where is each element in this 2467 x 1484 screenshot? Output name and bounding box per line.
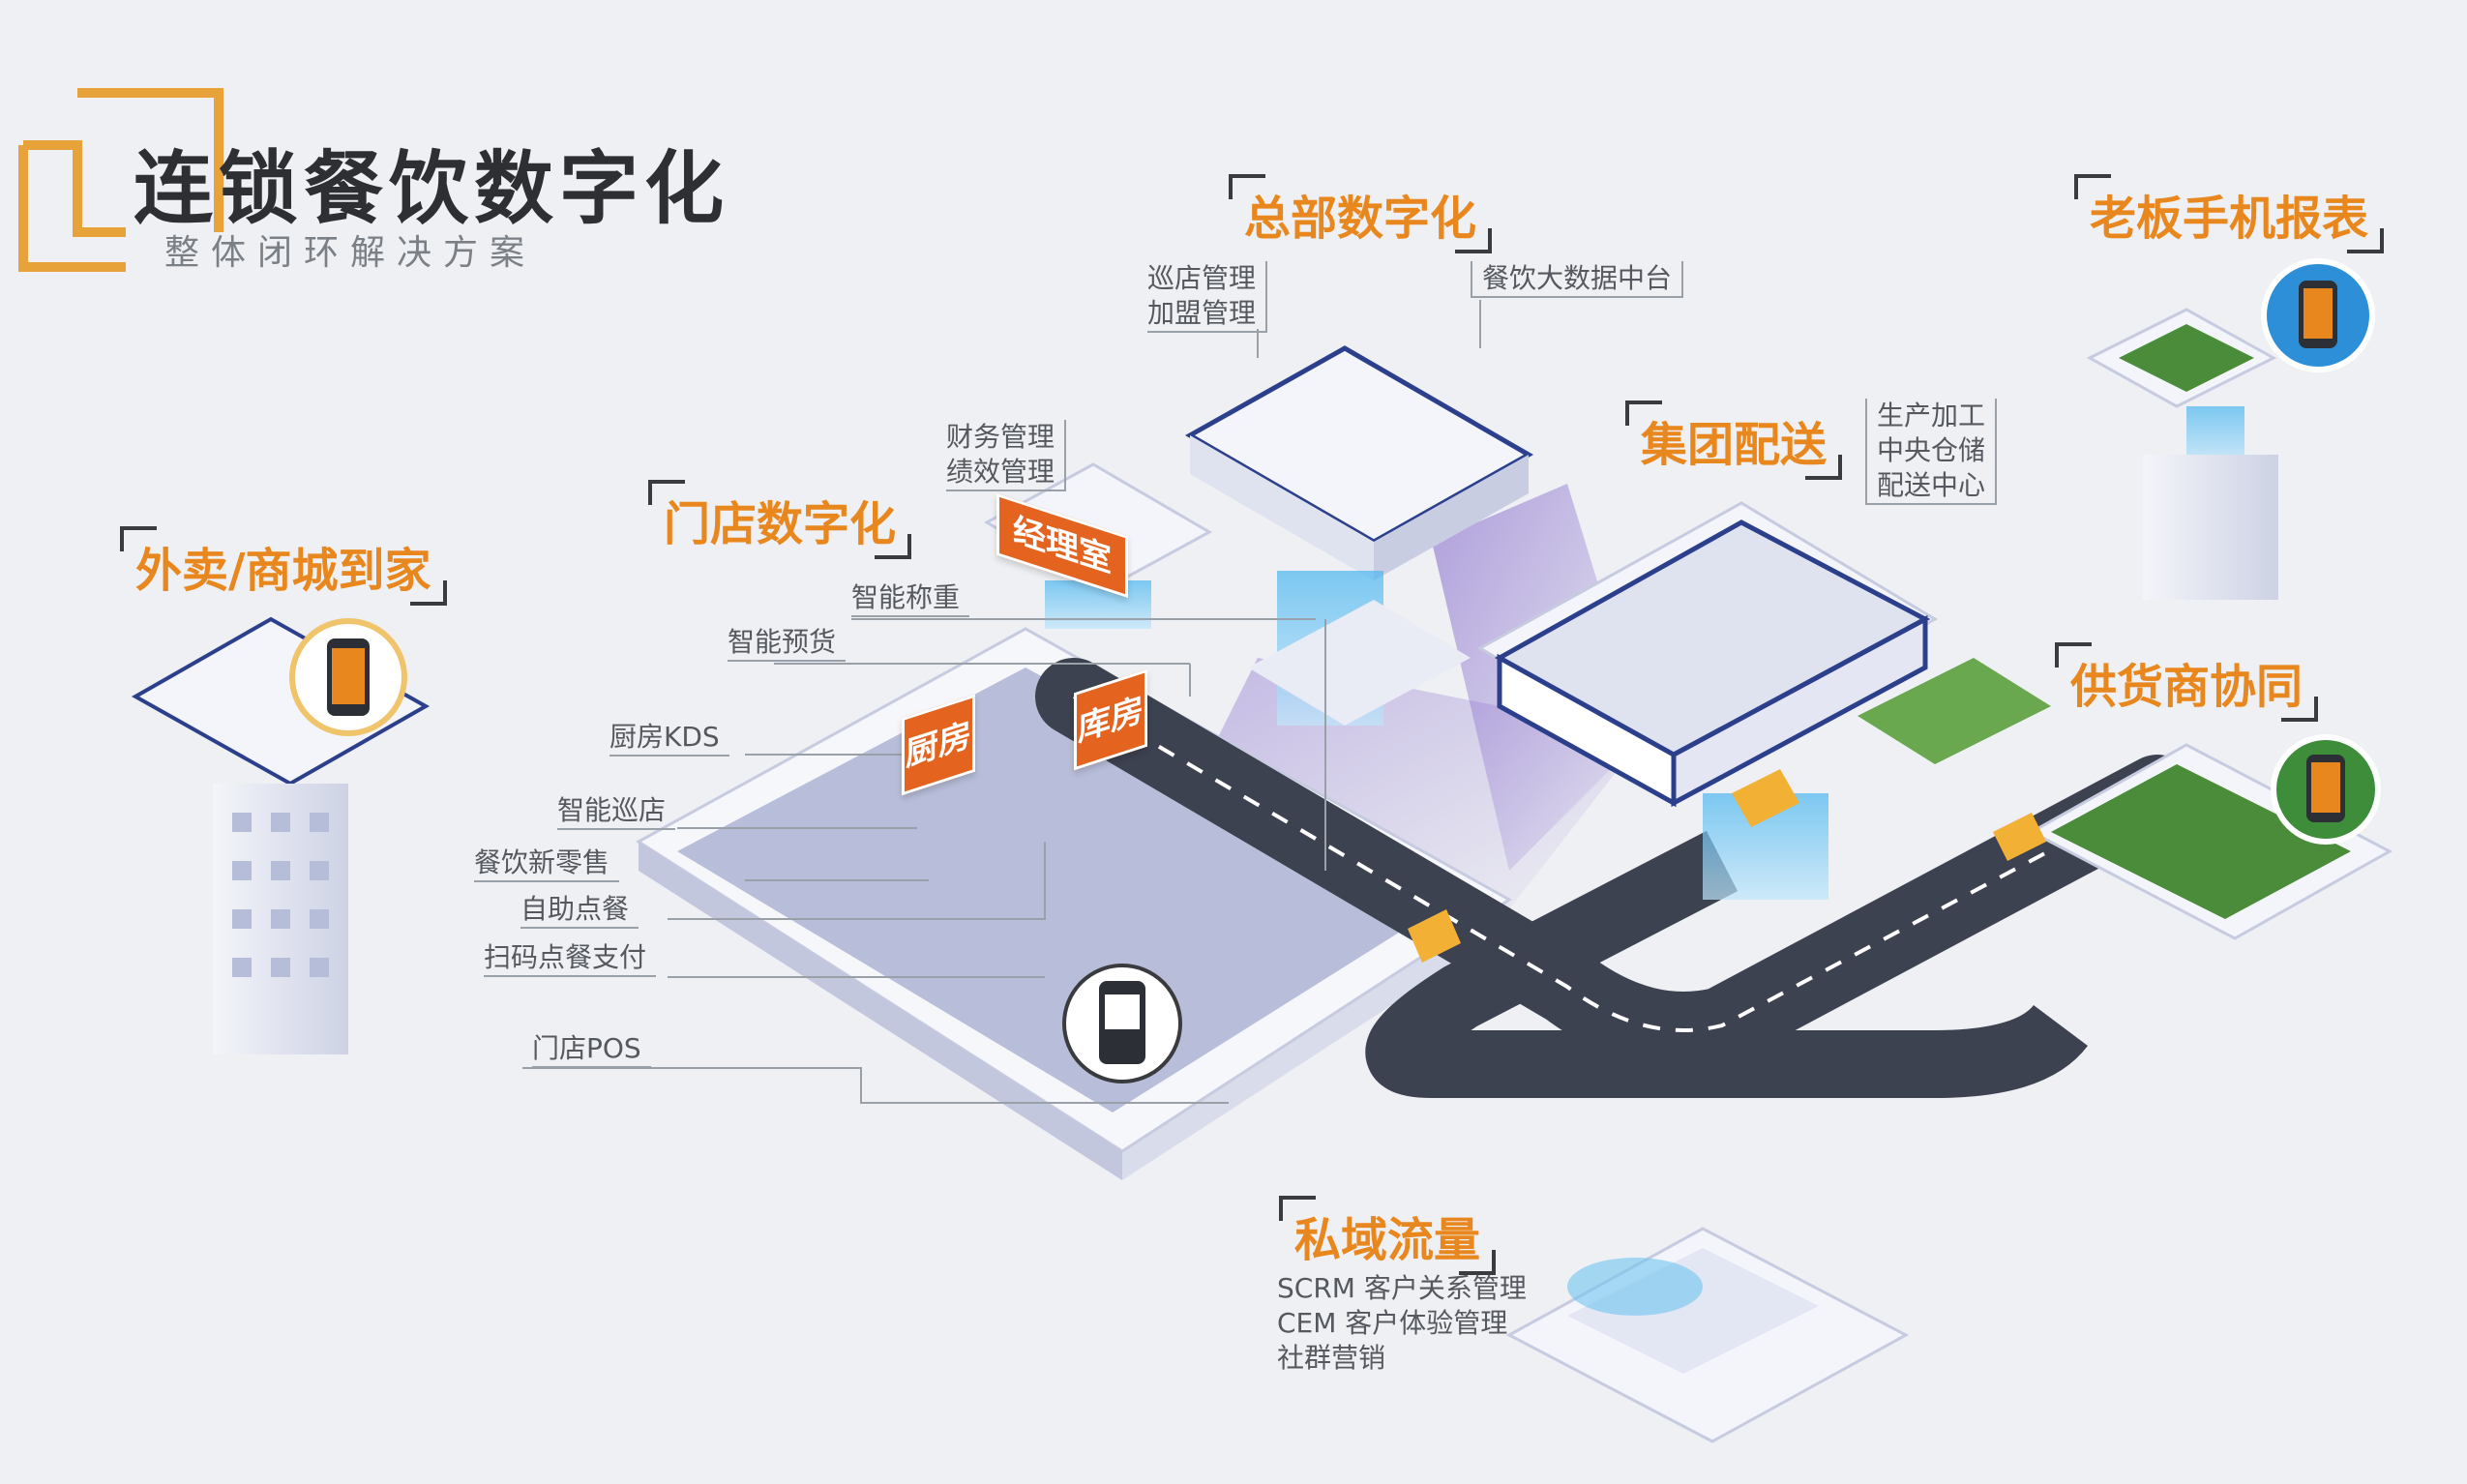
group-item-processing: 生产加工 [1877, 400, 1986, 431]
feature-scan-pay: 扫码点餐支付 [484, 940, 657, 977]
feature-kitchen-kds: 厨房KDS [609, 720, 729, 757]
boss-report-title: 老板手机报表 [2074, 174, 2385, 253]
feature-smart-reserve: 智能预货 [728, 625, 847, 662]
group-delivery-title: 集团配送 [1625, 401, 1843, 480]
supplier-platform [2028, 743, 2393, 940]
phone-badge-boss-icon [2261, 258, 2375, 372]
hq-items: 巡店管理 加盟管理 [1147, 261, 1268, 333]
qr-scan-badge-icon [1062, 964, 1182, 1083]
store-digital-title: 门店数字化 [648, 480, 912, 559]
delivery-road [1035, 658, 2196, 1098]
delivery-truck-icon [1408, 769, 2046, 963]
hq-item-patrol: 巡店管理 [1147, 262, 1257, 294]
office-item-finance: 财务管理 [946, 421, 1055, 453]
phone-badge-supplier-icon [2271, 734, 2381, 845]
phone-badge-takeaway-icon [289, 618, 407, 736]
page-title: 连锁餐饮数字化 [134, 143, 730, 235]
private-item-community: 社群营销 [1277, 1342, 1386, 1374]
store-platform [636, 627, 1512, 1180]
hq-digital-title: 总部数字化 [1229, 174, 1493, 253]
distribution-building [1477, 501, 1938, 900]
feature-new-retail: 餐饮新零售 [474, 846, 620, 882]
group-item-distribution: 配送中心 [1877, 469, 1986, 501]
private-items: SCRM 客户关系管理 CEM 客户体验管理 社群营销 [1277, 1271, 1527, 1376]
office-item-performance: 绩效管理 [946, 456, 1055, 488]
feature-store-pos: 门店POS [532, 1031, 651, 1068]
private-item-scrm: SCRM 客户关系管理 [1277, 1272, 1527, 1304]
page-subtitle: 整体闭环解决方案 [164, 233, 537, 273]
takeaway-tower [131, 616, 431, 1054]
group-items: 生产加工 中央仓储 配送中心 [1865, 399, 1998, 505]
feature-self-order: 自助点餐 [520, 892, 639, 929]
office-items: 财务管理 绩效管理 [946, 420, 1067, 491]
feature-smart-weigh: 智能称重 [851, 580, 970, 617]
boss-tower [2086, 308, 2278, 600]
tree-lawn [1858, 658, 2051, 764]
leader-lines [522, 300, 1481, 1104]
hq-item-franchise: 加盟管理 [1147, 297, 1257, 329]
hq-platform [1184, 345, 1534, 726]
private-traffic-title: 私域流量 [1279, 1196, 1497, 1275]
takeaway-title: 外卖/商城到家 [120, 526, 447, 606]
feature-smart-patrol: 智能巡店 [557, 793, 676, 830]
supplier-collab-title: 供货商协同 [2055, 642, 2319, 722]
private-traffic-platform [1505, 1227, 1910, 1443]
private-item-cem: CEM 客户体验管理 [1277, 1307, 1508, 1339]
hq-data-platform-label: 餐饮大数据中台 [1471, 261, 1684, 298]
brand-bracket-logo [18, 88, 223, 272]
group-item-storage: 中央仓储 [1877, 434, 1986, 466]
